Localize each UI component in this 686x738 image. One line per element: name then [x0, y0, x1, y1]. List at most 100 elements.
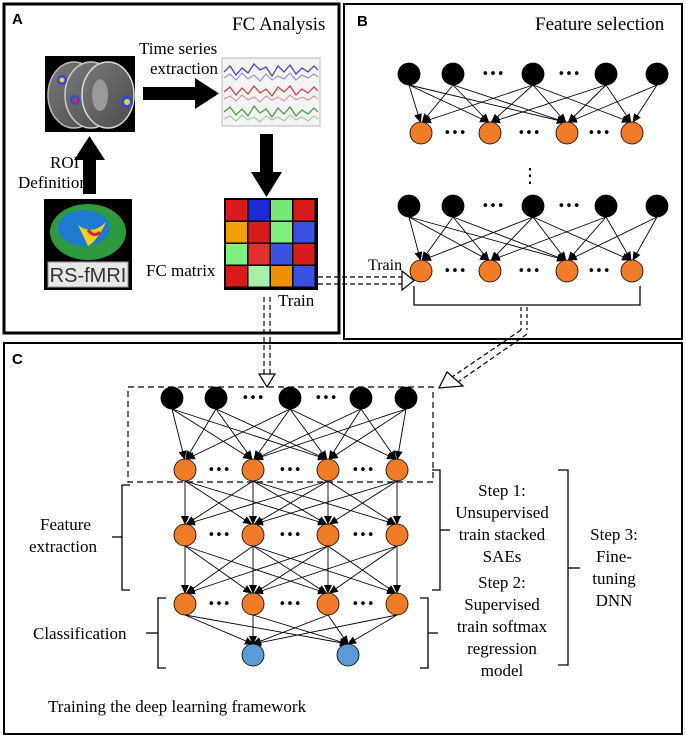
ellipsis-dots: •••	[557, 67, 580, 82]
connection-edge	[185, 408, 217, 460]
fc-matrix-image	[224, 198, 318, 290]
hidden-node	[555, 121, 579, 145]
ellipsis-dots: •••	[278, 528, 301, 543]
connection-edge	[347, 614, 398, 645]
connection-edge	[252, 545, 328, 594]
fc-matrix-cell	[271, 266, 292, 287]
panel-b-letter: B	[357, 13, 368, 30]
feature-extraction-bracket	[121, 484, 130, 591]
connection-edge	[408, 84, 490, 123]
panel-a-letter: A	[12, 11, 23, 28]
fc-matrix-cell	[248, 222, 270, 243]
hidden-node	[478, 121, 502, 145]
panel-a-train-label: Train	[278, 291, 315, 310]
hidden-node	[173, 523, 197, 547]
connection-edge	[632, 216, 658, 261]
hidden-node	[173, 592, 197, 616]
fc-matrix-cell	[271, 200, 292, 221]
roi-label-line2: Definition	[18, 173, 88, 192]
svg-text:regression: regression	[467, 639, 537, 658]
connection-edge	[185, 408, 291, 460]
connection-edge	[490, 84, 534, 123]
connection-edge	[252, 480, 397, 526]
fc-matrix-cell	[293, 200, 315, 221]
hidden-node	[316, 458, 340, 482]
hidden-node	[409, 259, 433, 283]
ellipsis-dots: •••	[351, 463, 374, 478]
svg-text:tuning: tuning	[592, 569, 636, 588]
connection-edge	[605, 84, 632, 123]
panel-b-title: Feature selection	[535, 14, 665, 35]
hidden-node	[385, 523, 409, 547]
hidden-node	[241, 592, 265, 616]
input-node	[441, 194, 465, 218]
connection-edge	[605, 216, 632, 261]
brain-slices-image	[45, 56, 135, 132]
train-arrow-a-to-b	[318, 269, 415, 292]
connection-edge	[184, 545, 253, 594]
connection-edge	[452, 84, 567, 124]
ellipsis-dots: •••	[351, 597, 374, 612]
connection-edge	[253, 408, 291, 460]
svg-text:Step 1:: Step 1:	[478, 481, 526, 500]
connection-edge	[452, 84, 490, 123]
connection-edge	[252, 545, 397, 595]
connection-edge	[171, 408, 187, 460]
fc-matrix-cell	[248, 266, 270, 287]
connection-edge	[327, 614, 349, 645]
panel-c-frame	[3, 342, 683, 735]
connection-edge	[490, 216, 534, 261]
classification-bracket	[157, 597, 166, 669]
ellipsis-dots: •••	[314, 391, 337, 406]
hidden-node	[620, 121, 644, 145]
panel-c-network: •••••••••••••••••••••••••••••••••	[160, 386, 418, 667]
connection-edge	[328, 480, 398, 525]
hidden-node	[241, 523, 265, 547]
hidden-node	[316, 592, 340, 616]
ellipsis-dots: •••	[351, 528, 374, 543]
svg-text:Step 2:: Step 2:	[478, 573, 526, 592]
connection-edge	[252, 614, 329, 645]
connection-edge	[452, 216, 567, 261]
step2-label: Step 2: Supervised train softmax regress…	[457, 573, 548, 680]
arrow-b-to-c	[437, 307, 528, 389]
connection-edge	[185, 545, 329, 595]
ellipsis-dots: •••	[587, 126, 610, 141]
input-node	[278, 386, 302, 410]
connection-edge	[253, 545, 398, 595]
panel-b-bracket	[413, 286, 641, 306]
hidden-node	[620, 259, 644, 283]
hidden-node	[316, 523, 340, 547]
input-node	[397, 194, 421, 218]
ellipsis-dots: •••	[481, 199, 504, 214]
panel-b-network-bottom: •••••••••••••••	[397, 194, 669, 283]
panel-c-letter: C	[12, 351, 23, 368]
step3-bracket	[558, 469, 569, 666]
vertical-ellipsis: ⋮	[520, 165, 540, 187]
connection-edge	[215, 408, 328, 460]
pretrained-box	[127, 386, 434, 483]
rsfmri-label: RS-fMRI	[50, 265, 127, 287]
connection-edge	[252, 614, 398, 647]
ellipsis-dots: •••	[278, 463, 301, 478]
svg-text:Fine-: Fine-	[596, 547, 632, 566]
connection-edge	[632, 84, 658, 123]
connection-edge	[253, 545, 329, 594]
input-node	[394, 386, 418, 410]
connection-edge	[421, 84, 534, 124]
arrow-a-to-c	[257, 297, 277, 389]
fc-matrix-cell	[226, 200, 247, 221]
connection-edge	[408, 216, 423, 261]
connection-edge	[408, 216, 567, 262]
panel-b-network-top: •••••••••••••••	[397, 62, 669, 145]
ellipsis-dots: •••	[278, 597, 301, 612]
connection-edge	[253, 480, 329, 525]
connection-edge	[327, 480, 397, 525]
fc-matrix-cell	[226, 266, 247, 287]
connection-edge	[171, 408, 328, 461]
hidden-node	[555, 259, 579, 283]
connection-edge	[567, 216, 607, 261]
input-node	[594, 194, 618, 218]
step1-bracket	[432, 469, 441, 591]
